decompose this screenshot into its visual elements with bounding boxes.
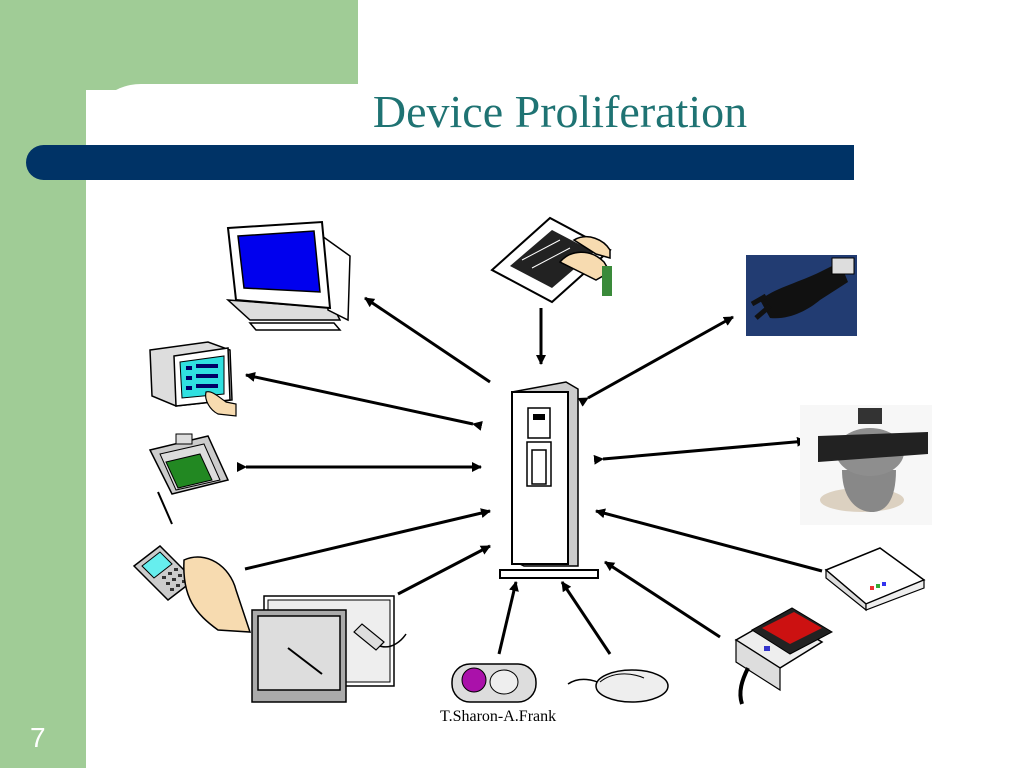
arrows xyxy=(237,296,823,655)
graphics-tablet-icon xyxy=(251,595,407,703)
slide-number: 7 xyxy=(30,722,46,753)
arrow-trackball xyxy=(497,581,519,655)
card-reader-icon xyxy=(734,607,834,705)
author-credit: T.Sharon-A.Frank xyxy=(440,708,557,725)
mouse-icon xyxy=(567,669,669,703)
arrow-tablet xyxy=(397,544,491,596)
title-underline-bar xyxy=(26,145,854,180)
arrow-mouse xyxy=(560,581,612,655)
touchscreen-kiosk-icon xyxy=(149,341,237,417)
handheld-calculator-icon xyxy=(132,545,252,633)
computer-tower-icon xyxy=(499,381,599,579)
arrow-glove xyxy=(577,315,734,407)
arrow-monitor xyxy=(364,296,491,384)
keyboard-typing-icon xyxy=(490,216,612,304)
scanner-icon xyxy=(824,547,926,612)
data-glove-icon xyxy=(746,255,857,336)
monitor-icon xyxy=(225,220,351,331)
trackball-icon xyxy=(451,663,537,703)
page-title: Device Proliferation xyxy=(372,86,748,137)
arrow-hmd xyxy=(593,436,807,465)
green-left-band xyxy=(0,0,86,768)
head-mounted-display-icon xyxy=(800,405,932,525)
pda-pen-icon xyxy=(148,433,230,525)
arrow-calculator xyxy=(244,508,491,571)
arrow-scanner xyxy=(595,508,823,573)
arrow-card-reader xyxy=(604,560,721,639)
arrow-kiosk xyxy=(245,372,483,431)
